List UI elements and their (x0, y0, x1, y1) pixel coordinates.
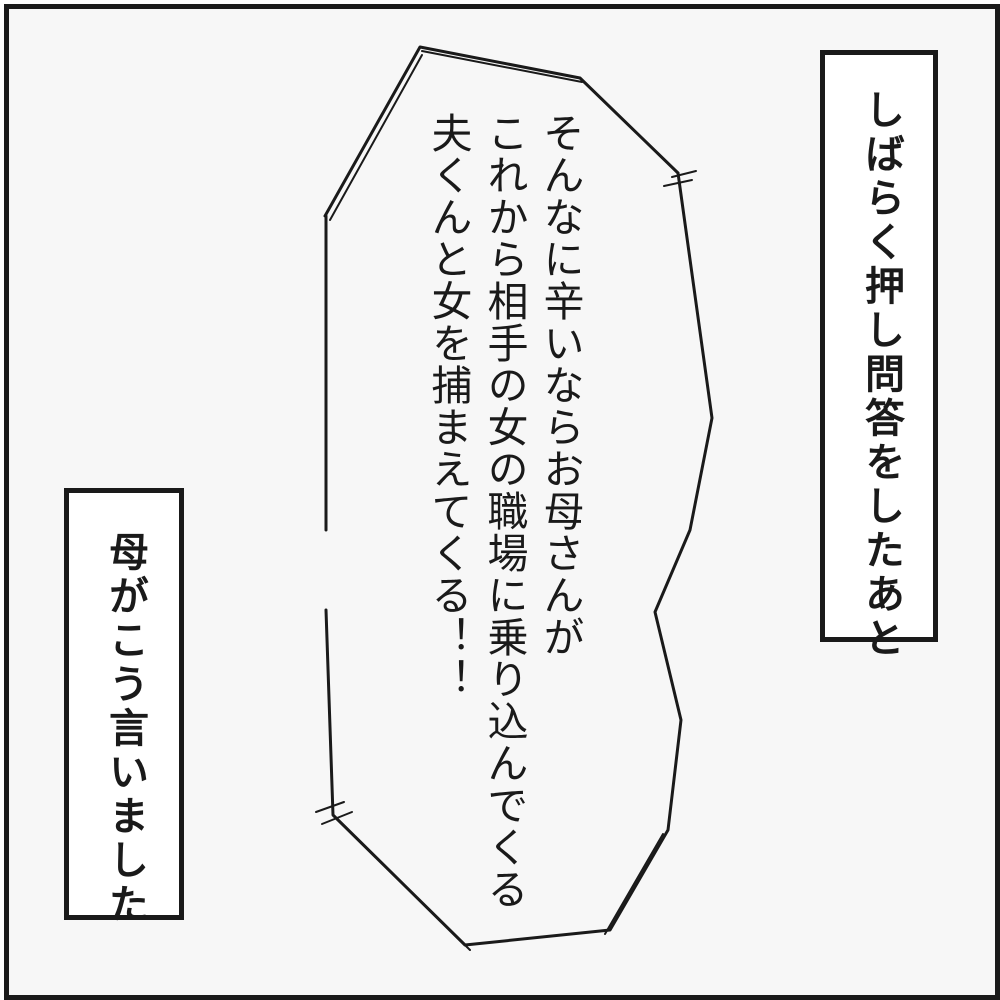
speech-line: これから相手の女の職場に乗り込んでくる (480, 112, 528, 910)
caption-box-right: しばらく押し問答をしたあと (820, 50, 938, 661)
caption-right-text: しばらく押し問答をしたあと (858, 89, 904, 661)
speech-line: 夫くんと女を捕まえてくる！！ (424, 112, 472, 700)
caption-left-text: 母がこう言いました (102, 531, 148, 927)
caption-box-left: 母がこう言いました (64, 488, 184, 927)
speech-line: そんなに辛いならお母さんが (536, 112, 584, 658)
speech-text: そんなに辛いならお母さんが これから相手の女の職場に乗り込んでくる 夫くんと女を… (420, 112, 588, 910)
